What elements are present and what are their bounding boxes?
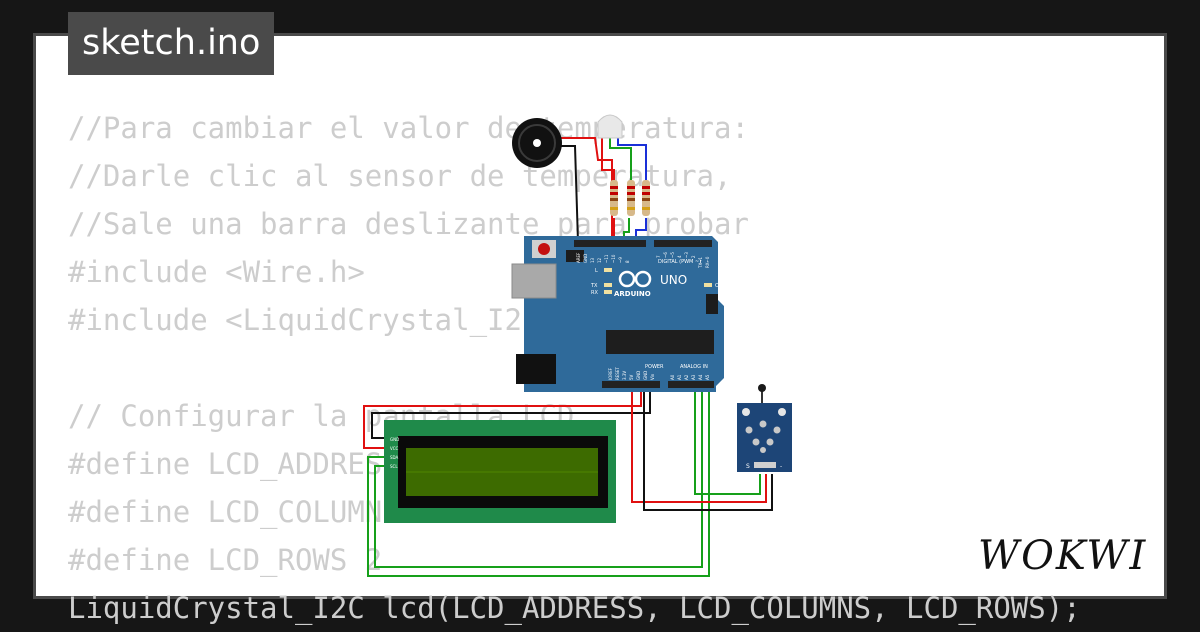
infinity-logo-icon bbox=[618, 270, 652, 288]
pin-label: 2 bbox=[691, 255, 696, 258]
resistor[interactable] bbox=[610, 180, 618, 216]
wire-blue[interactable] bbox=[617, 138, 647, 182]
pin-label: AREF bbox=[576, 252, 581, 263]
wokwi-logo-text: WOKWI bbox=[978, 533, 1147, 579]
temperature-sensor-module[interactable]: S - bbox=[737, 384, 792, 472]
pin-label: A4 bbox=[698, 374, 703, 380]
led-rx-label: RX bbox=[591, 290, 598, 296]
pin-label: 3.3V bbox=[622, 371, 627, 380]
wire-red[interactable] bbox=[363, 388, 642, 449]
pin-label: GND bbox=[583, 254, 588, 263]
wire-green[interactable] bbox=[367, 388, 710, 577]
pin-label: 4 bbox=[677, 255, 682, 258]
pin-label: TX→1 bbox=[698, 256, 703, 269]
wires bbox=[363, 137, 773, 577]
pin-label: GND bbox=[643, 371, 648, 380]
pin-label: 13 bbox=[590, 257, 595, 263]
resistor[interactable] bbox=[642, 180, 650, 216]
sensor-pin-label: S bbox=[746, 463, 750, 470]
lcd-pin-label: SCL bbox=[390, 464, 398, 469]
code-line: #include <Wire.h> bbox=[68, 255, 365, 289]
buzzer[interactable] bbox=[512, 118, 562, 168]
wire-black[interactable] bbox=[371, 388, 651, 439]
file-tab[interactable]: sketch.ino bbox=[68, 12, 275, 75]
pin-label: A3 bbox=[691, 374, 696, 380]
rgb-led[interactable] bbox=[597, 114, 623, 139]
code-line: //Para cambiar el valor de temperatura: bbox=[68, 111, 749, 145]
arduino-brand-label: ARDUINO bbox=[614, 290, 651, 298]
led-on-label: ON bbox=[715, 283, 723, 289]
code-line: //Sale una barra deslizante para probar bbox=[68, 207, 749, 241]
pin-label: ~10 bbox=[611, 254, 616, 263]
led-tx-label: TX bbox=[590, 283, 598, 289]
wire-black[interactable] bbox=[643, 388, 773, 511]
pin-label: A0 bbox=[670, 374, 675, 380]
code-line: #define LCD_ROWS 2 bbox=[68, 543, 383, 577]
lcd-pin-label: SDA bbox=[390, 455, 399, 460]
sensor-pin-label: - bbox=[780, 463, 782, 470]
pin-label: ~11 bbox=[604, 254, 609, 263]
led-l-label: L bbox=[595, 268, 598, 274]
pin-label: ~9 bbox=[618, 257, 623, 263]
pin-label: ~6 bbox=[663, 252, 668, 258]
lcd-pin-label: VCC bbox=[390, 446, 399, 451]
lcd-pin-label: GND bbox=[390, 437, 399, 442]
analog-header-label: ANALOG IN bbox=[680, 364, 708, 370]
wokwi-logo: WOKWI bbox=[978, 533, 1147, 579]
ntc-thermistor[interactable] bbox=[758, 384, 766, 392]
arduino-uno-board[interactable]: UNO ARDUINO DIGITAL (PWM ~) POWER ANALOG… bbox=[511, 236, 724, 392]
wire-red[interactable] bbox=[631, 388, 767, 503]
pin-label: IOREF bbox=[608, 367, 613, 380]
pin-label: ~5 bbox=[670, 252, 675, 258]
wire-green[interactable] bbox=[609, 138, 632, 182]
pin-label: RX←0 bbox=[705, 256, 710, 268]
pin-label: RESET bbox=[615, 367, 620, 380]
pin-label: 7 bbox=[656, 255, 661, 258]
pin-label: A5 bbox=[705, 374, 710, 380]
reset-button[interactable] bbox=[538, 243, 550, 255]
wire-red[interactable] bbox=[601, 138, 615, 180]
wire-green[interactable] bbox=[374, 388, 703, 568]
pin-label: A1 bbox=[677, 374, 682, 380]
pin-label: Vin bbox=[650, 373, 655, 380]
pin-label: GND bbox=[636, 371, 641, 380]
code-line: LiquidCrystal_I2C lcd(LCD_ADDRESS, LCD_C… bbox=[68, 591, 1081, 625]
pin-label: 12 bbox=[597, 257, 602, 263]
digital-header-label: DIGITAL (PWM ~) bbox=[658, 259, 701, 265]
arduino-model-label: UNO bbox=[660, 273, 687, 287]
wire-green[interactable] bbox=[694, 388, 761, 495]
lcd-display[interactable]: GND VCC SDA SCL bbox=[384, 420, 616, 523]
power-header-label: POWER bbox=[645, 364, 664, 370]
pin-label: ~3 bbox=[684, 252, 689, 258]
code-line: //Darle clic al sensor de temperatura, bbox=[68, 159, 732, 193]
pin-label: 8 bbox=[625, 260, 630, 263]
pin-label: 5V bbox=[629, 374, 634, 380]
resistor[interactable] bbox=[627, 180, 635, 216]
pin-label: A2 bbox=[684, 374, 689, 380]
